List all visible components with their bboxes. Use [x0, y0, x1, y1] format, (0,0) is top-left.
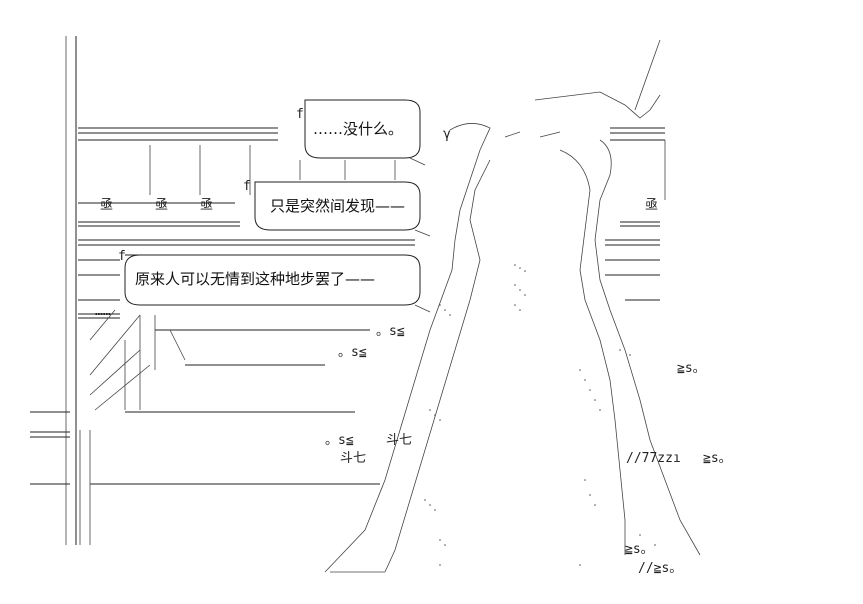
row-glyph-3: 亟 — [200, 198, 214, 213]
dots-line: …… — [95, 304, 111, 319]
prefix-f-3: f — [118, 249, 126, 264]
bubble-1-text: ……没什么。 — [313, 120, 404, 138]
prefix-f-2: f — [243, 179, 251, 194]
s-glyph-3: 。s≦ — [325, 433, 354, 448]
prefix-f-1: f — [296, 107, 304, 122]
bubble-2-text: 只是突然间发现—— — [270, 197, 406, 215]
zz2-glyph: //≧s。 — [638, 561, 683, 576]
row-glyph-4: 亟 — [645, 198, 659, 213]
zz-glyph: //77zzı — [626, 451, 681, 466]
s-glyph-5: ≧s。 — [703, 451, 732, 466]
bubble-3-text: 原来人可以无情到这种地步罢了—— — [135, 270, 376, 288]
s-glyph-1: 。s≦ — [376, 324, 405, 339]
s-glyph-6: ≧s。 — [625, 542, 654, 557]
row-glyph-1: 亟 — [100, 198, 114, 213]
s-glyph-2: 。s≦ — [338, 345, 367, 360]
doujiu-glyph-2: 斗七 — [340, 451, 367, 466]
s-glyph-4: ≧s。 — [677, 361, 706, 376]
gamma-glyph: γ — [443, 127, 451, 142]
doujiu-glyph-1: 斗七 — [386, 433, 413, 448]
row-glyph-2: 亟 — [155, 198, 169, 213]
